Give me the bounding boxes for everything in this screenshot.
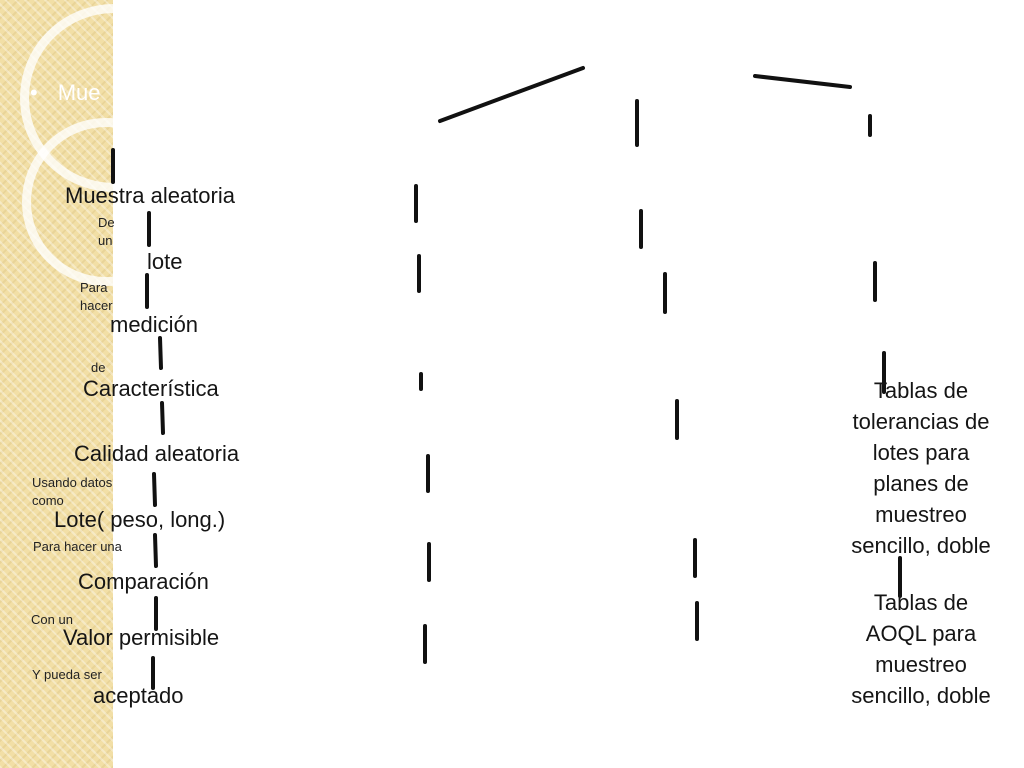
node-caracteristica: Característica: [83, 376, 219, 401]
line-top-left: [438, 66, 585, 123]
box-tablas-aoql: Tablas de AOQL para muestreo sencillo, d…: [851, 590, 991, 708]
connector-de: de: [91, 360, 106, 375]
connector-para-hacer-una: Para hacer una: [33, 539, 122, 554]
node-aceptado: aceptado: [93, 683, 184, 708]
line-top-right: [753, 74, 852, 89]
line-chain-5: [160, 401, 165, 435]
connector-y-pueda-ser: Y pueda ser: [32, 667, 102, 682]
box-tablas-tolerancias: Tablas de tolerancias de lotes para plan…: [851, 378, 991, 558]
node-comparacion: Comparación: [78, 569, 209, 594]
title-text: Mue: [57, 80, 101, 105]
line-chain-4: [158, 336, 163, 370]
title-bullet: • Mue: [30, 80, 101, 106]
node-muestra-aleatoria: Muestra aleatoria: [65, 183, 235, 208]
bullet-dot-icon: •: [30, 80, 38, 105]
line-chain-6: [152, 472, 157, 507]
node-valor-permisible: Valor permisible: [63, 625, 220, 650]
connector-con-un: Con un: [31, 612, 73, 627]
line-chain-7: [153, 533, 158, 568]
connector-de-un: De un: [98, 215, 115, 248]
node-medicion: medición: [110, 312, 199, 337]
decorative-ring-bottom: [22, 118, 190, 286]
connector-para-hacer: Para hacer: [80, 280, 113, 313]
node-lote-peso-long: Lote( peso, long.): [54, 507, 226, 532]
node-lote: lote: [147, 249, 183, 274]
connector-usando-datos-como: Usando datos como: [32, 475, 113, 508]
node-calidad-aleatoria: Calidad aleatoria: [74, 441, 240, 466]
